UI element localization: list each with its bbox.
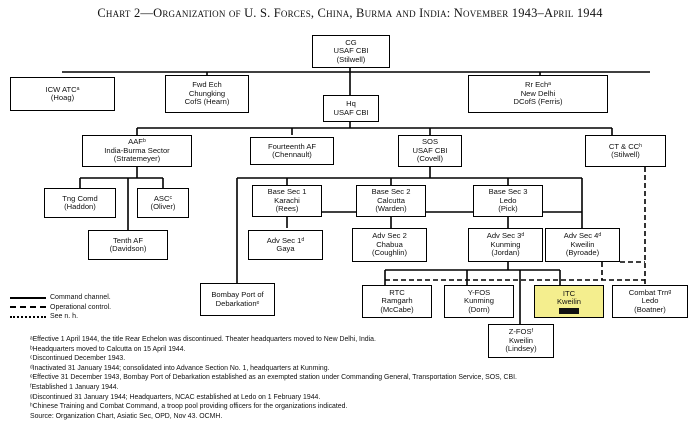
node-tngcmd: Tng Comd(Haddon) [44, 188, 116, 218]
redacted-name-block [559, 307, 579, 314]
legend-operational: Operational control. [10, 303, 111, 313]
footnotes: ᵃEffective 1 April 1944, the title Rear … [30, 335, 517, 421]
node-asc: ASCᶜ(Oliver) [137, 188, 189, 218]
footnote-g: ᵍDiscontinued 31 January 1944; Headquart… [30, 393, 321, 401]
footnote-f: ᶠEstablished 1 January 1944. [30, 383, 119, 391]
chart-title: Chart 2—Organization of U. S. Forces, Ch… [97, 6, 603, 20]
legend-command: Command channel. [10, 293, 111, 303]
footnote-a: ᵃEffective 1 April 1944, the title Rear … [30, 336, 376, 343]
legend: Command channel. Operational control. Se… [10, 293, 111, 322]
footnote-h: ʰChinese Training and Combat Command, a … [30, 403, 348, 411]
node-fourteenth: Fourteenth AF(Chennault) [250, 137, 334, 165]
node-tenth: Tenth AF(Davidson) [88, 230, 168, 260]
source-note: Source: Organization Chart, Asiatic Sec,… [30, 412, 223, 420]
footnote-d: ᵈInactivated 31 January 1944; consolidat… [30, 364, 330, 372]
footnote-b: ᵇHeadquarters moved to Calcutta on 15 Ap… [30, 345, 186, 353]
footnote-c: ᶜDiscontinued December 1943. [30, 355, 126, 363]
node-icw: ICW ATCᵃ(Hoag) [10, 77, 115, 111]
legend-see-note: See n. h. [10, 312, 111, 322]
footnote-e: ᵉEffective 31 December 1943, Bombay Port… [30, 374, 517, 382]
node-ctcc: CT & CCʰ(Stilwell) [585, 135, 666, 167]
